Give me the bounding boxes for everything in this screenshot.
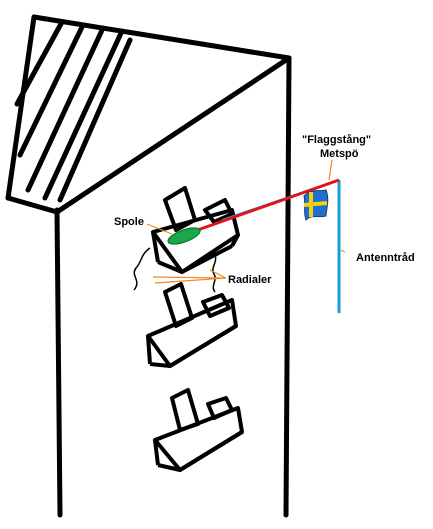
coil-shape (167, 227, 201, 245)
antenna-wire-label: Antenntråd (356, 252, 415, 264)
coil-label: Spole (114, 216, 144, 228)
balcony-middle (146, 282, 238, 368)
flagpole-label: "Flaggstång" (302, 134, 371, 146)
fishing-rod-label: Metspö (320, 148, 359, 160)
leader-lines (146, 159, 346, 284)
balcony-bottom (153, 388, 244, 472)
radial-wires (133, 247, 217, 293)
swedish-flag (303, 189, 329, 221)
roof-shingles (14, 19, 133, 203)
balcony-top (151, 186, 240, 274)
radials-label: Radialer (228, 274, 272, 286)
fishing-rod (191, 178, 340, 234)
house-outline (5, 14, 292, 518)
